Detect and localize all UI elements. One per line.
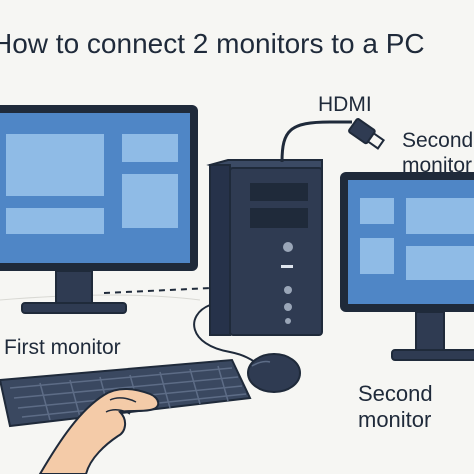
monitor-neck — [55, 270, 93, 306]
second-monitor-icon — [340, 172, 474, 361]
window-panel — [122, 134, 178, 162]
first-monitor-label: First monitor — [4, 336, 121, 359]
hdmi-plug-tip — [366, 131, 386, 150]
window-panel — [122, 174, 178, 228]
second-monitor-label-top: Second monitor — [402, 129, 474, 177]
second-monitor-label-bottom: Second monitor — [358, 381, 433, 432]
mouse-body — [247, 353, 301, 393]
hand-icon — [38, 387, 160, 474]
mouse-button — [251, 360, 271, 367]
first-monitor-icon — [0, 105, 198, 314]
page-title: How to connect 2 monitors to a PC — [0, 28, 425, 59]
window-panel — [406, 198, 474, 234]
port-icon — [284, 303, 292, 311]
monitor-base — [391, 349, 474, 361]
port-icon — [284, 286, 292, 294]
window-panel — [6, 134, 104, 196]
finger-line — [105, 409, 131, 415]
mouse-icon — [247, 353, 301, 393]
drive-bay — [250, 183, 308, 201]
monitor-neck — [415, 311, 445, 353]
port-icon — [285, 318, 291, 324]
drive-bay — [250, 208, 308, 228]
power-button-icon — [283, 242, 293, 252]
hand-shape — [38, 387, 160, 474]
hdmi-cable — [280, 120, 352, 163]
dashed-link — [103, 287, 213, 294]
window-panel — [360, 238, 394, 274]
tower-side — [209, 164, 231, 336]
pc-tower-icon — [206, 159, 323, 336]
led-icon — [281, 265, 293, 268]
window-panel — [360, 198, 394, 224]
mouse-cable — [193, 304, 259, 365]
window-panel — [6, 208, 104, 234]
hdmi-plug-icon — [348, 118, 386, 150]
window-panel — [406, 246, 474, 280]
finger-line — [109, 397, 137, 403]
hdmi-label: HDMI — [318, 93, 372, 116]
desk-surface — [0, 294, 201, 301]
monitor-base — [21, 302, 127, 314]
